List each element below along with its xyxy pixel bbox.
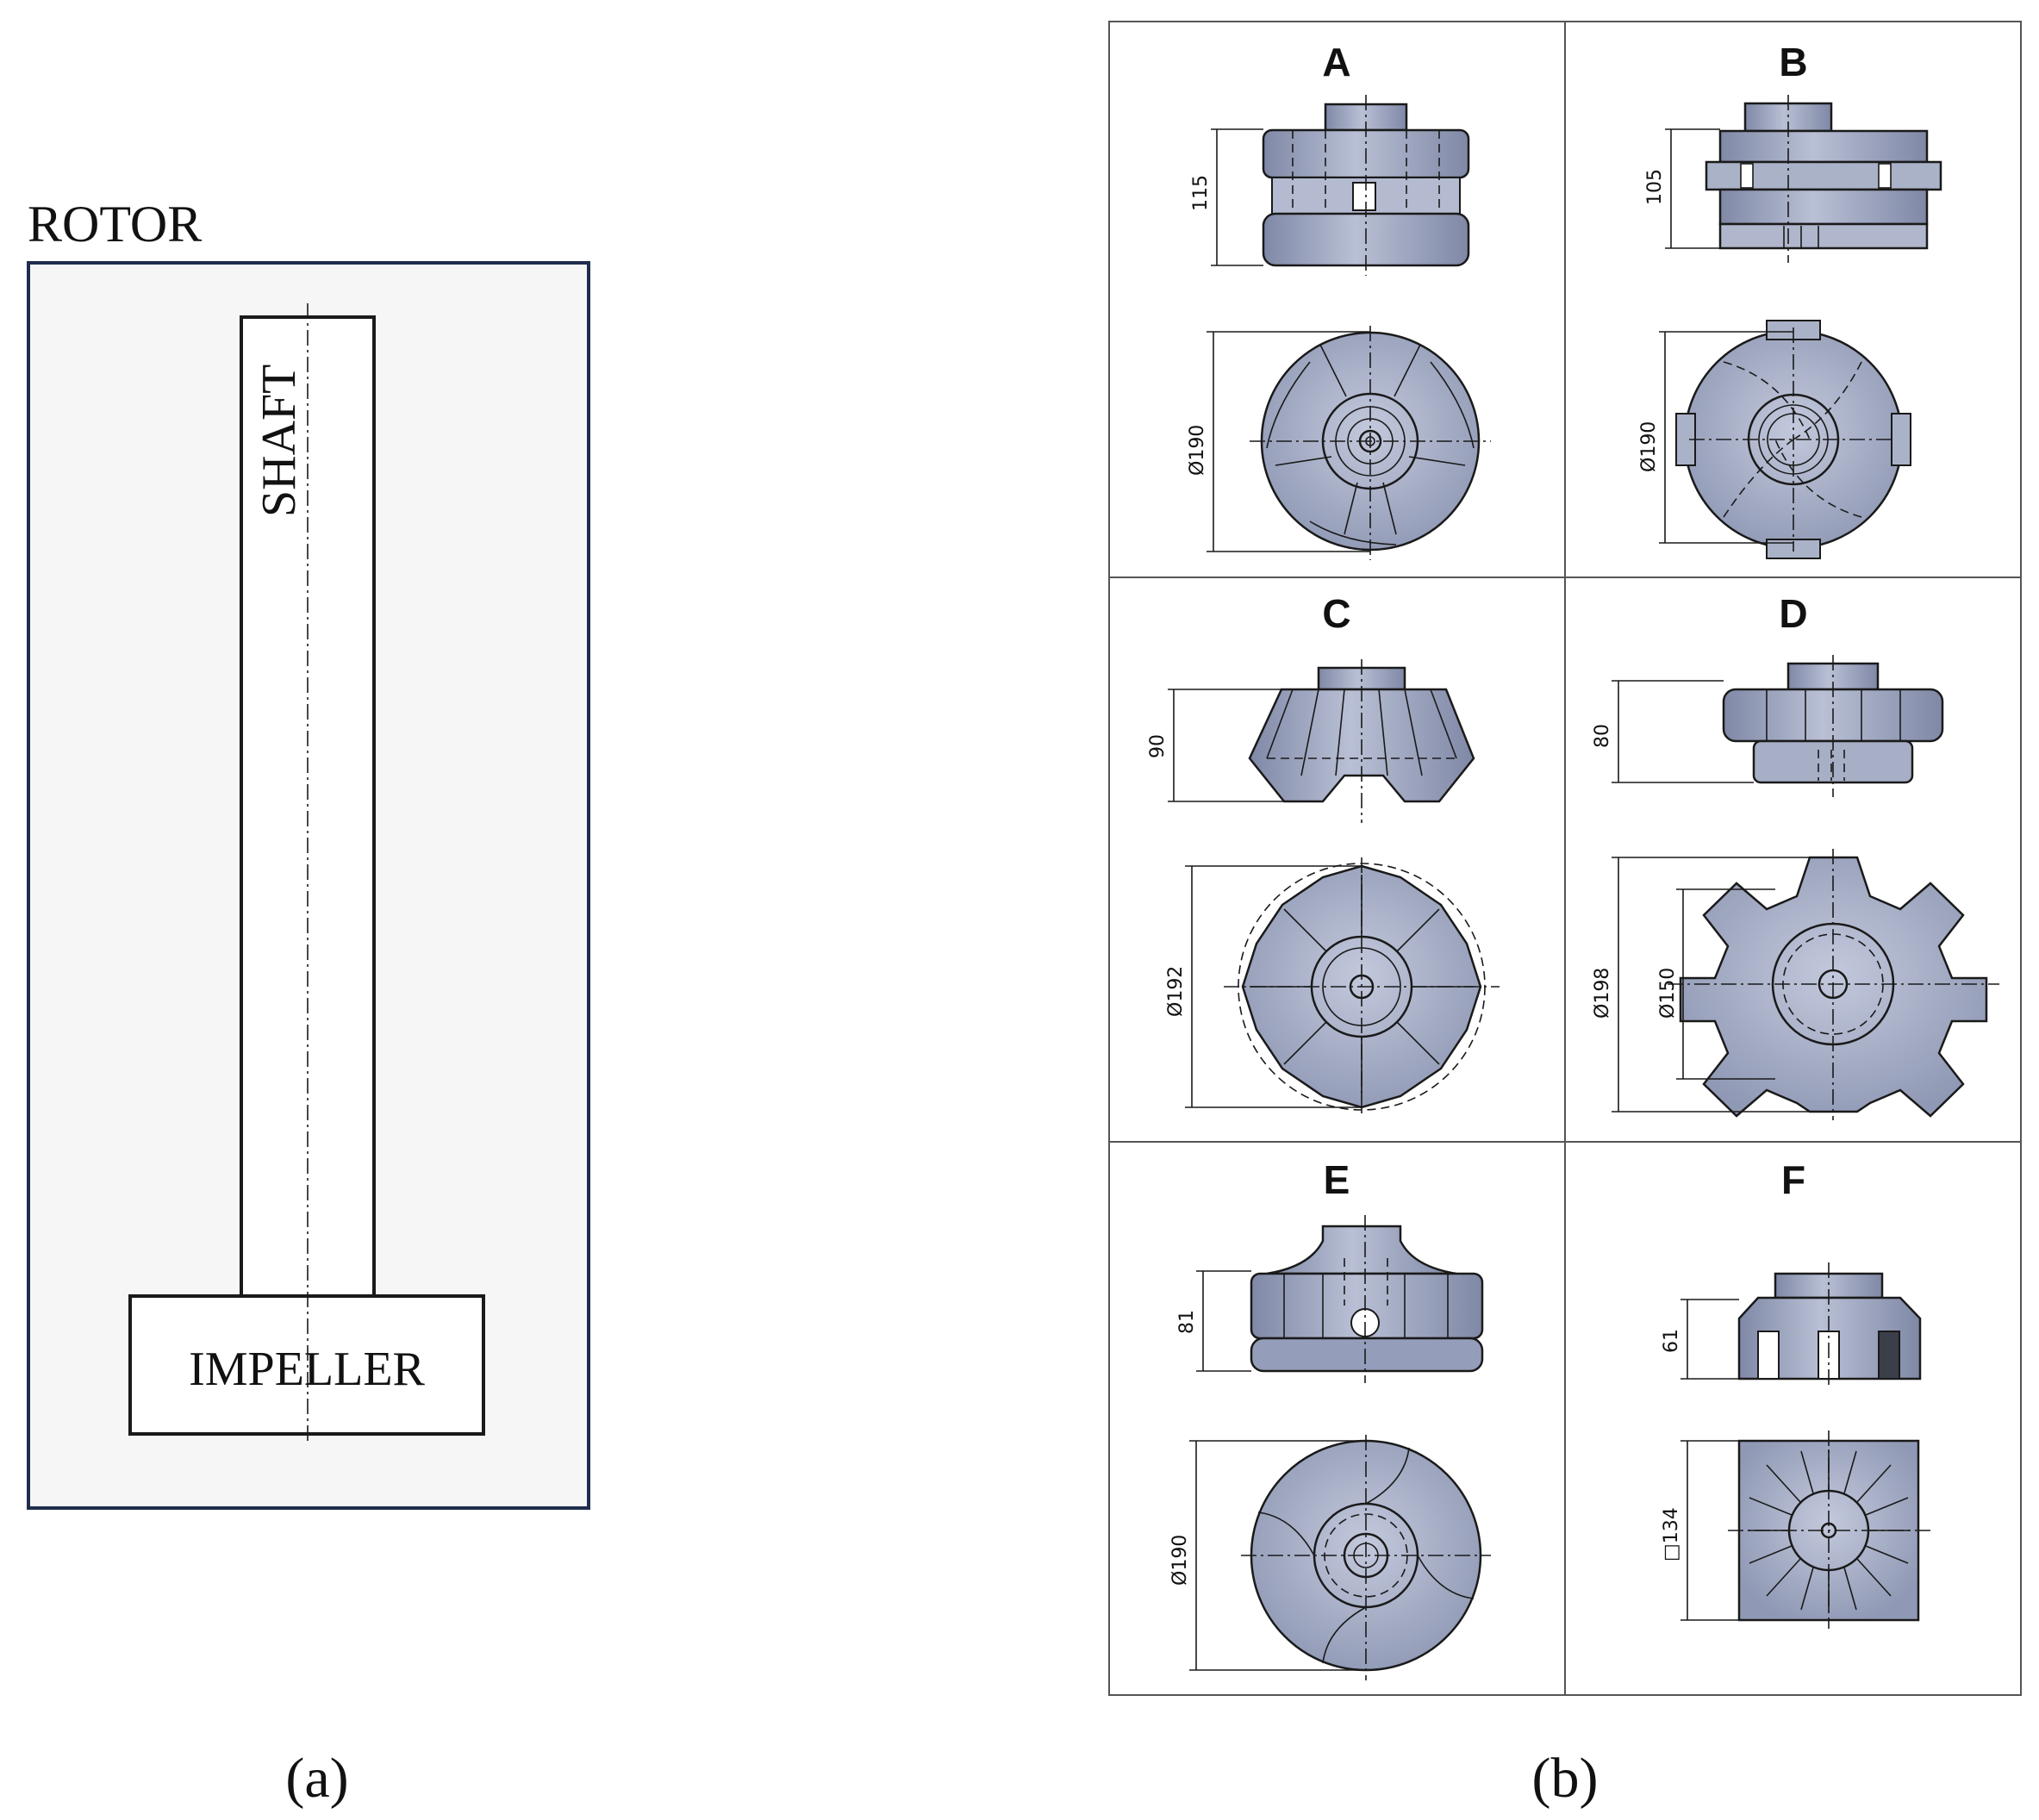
impeller-a-side-view bbox=[1262, 95, 1470, 276]
dim-d-inner-diameter-label: Ø150 bbox=[1657, 968, 1679, 1019]
dim-e-height: 81 bbox=[1176, 1270, 1251, 1372]
dim-a-diameter: Ø190 bbox=[1187, 331, 1370, 552]
dim-e-diameter: Ø190 bbox=[1169, 1440, 1366, 1671]
letter-c: C bbox=[1322, 591, 1350, 636]
cell-impeller-b: B 105 bbox=[1638, 40, 1942, 559]
impeller-c-top-view bbox=[1224, 857, 1500, 1116]
dim-f-height: 61 bbox=[1661, 1299, 1739, 1380]
dim-a-height: 115 bbox=[1190, 128, 1263, 266]
letter-e: E bbox=[1324, 1157, 1350, 1202]
impeller-b-side-view bbox=[1705, 95, 1942, 263]
letter-a: A bbox=[1322, 40, 1350, 84]
dim-e-height-label: 81 bbox=[1176, 1310, 1198, 1334]
impeller-outline bbox=[128, 1294, 485, 1436]
letter-d: D bbox=[1779, 591, 1807, 636]
dim-c-diameter: Ø192 bbox=[1165, 865, 1362, 1108]
dim-b-height-label: 105 bbox=[1644, 169, 1666, 205]
dim-c-height-label: 90 bbox=[1147, 734, 1169, 758]
caption-b: (b) bbox=[1532, 1747, 1599, 1810]
dim-f-side: □134 bbox=[1661, 1440, 1739, 1621]
dim-b-height: 105 bbox=[1644, 128, 1720, 249]
dim-d-diameter-label: Ø198 bbox=[1592, 968, 1613, 1019]
rotor-title: ROTOR bbox=[28, 196, 202, 252]
cell-impeller-f: F 61 bbox=[1661, 1157, 1930, 1629]
impeller-b-top-view bbox=[1675, 320, 1911, 559]
dim-d-height: 80 bbox=[1592, 680, 1754, 783]
shaft-label: SHAFT bbox=[253, 365, 306, 517]
dim-a-diameter-label: Ø190 bbox=[1187, 425, 1208, 476]
dim-d-diameter: Ø198 bbox=[1592, 857, 1810, 1113]
panel-a-rotor: ROTOR SHAFT IMPELLER (a) bbox=[27, 196, 590, 1810]
letter-f: F bbox=[1781, 1157, 1805, 1202]
dim-f-height-label: 61 bbox=[1661, 1329, 1682, 1353]
impeller-c-side-view bbox=[1248, 659, 1475, 823]
impeller-f-top-view bbox=[1728, 1430, 1930, 1629]
impeller-d-top-view bbox=[1668, 849, 1999, 1120]
dim-c-height: 90 bbox=[1147, 689, 1284, 802]
cell-impeller-e: E 81 bbox=[1169, 1157, 1491, 1680]
dim-f-side-label: □134 bbox=[1661, 1507, 1682, 1561]
cell-impeller-c: C 90 bbox=[1147, 591, 1500, 1116]
impeller-e-top-view bbox=[1241, 1435, 1491, 1680]
impeller-e-side-view bbox=[1250, 1215, 1484, 1383]
dim-a-height-label: 115 bbox=[1190, 175, 1212, 211]
dim-d-inner-diameter: Ø150 bbox=[1657, 888, 1775, 1080]
letter-b: B bbox=[1779, 40, 1807, 84]
panel-b-impellers: A 115 bbox=[1108, 21, 2022, 1810]
cell-impeller-a: A 115 bbox=[1187, 40, 1491, 560]
cell-impeller-d: D 80 bbox=[1592, 591, 1999, 1120]
impeller-a-top-view bbox=[1250, 326, 1491, 560]
caption-a: (a) bbox=[285, 1747, 348, 1810]
dim-d-height-label: 80 bbox=[1592, 724, 1613, 748]
dim-b-diameter-label: Ø190 bbox=[1638, 421, 1660, 472]
dim-b-diameter: Ø190 bbox=[1638, 331, 1793, 544]
impeller-f-side-view bbox=[1737, 1262, 1922, 1389]
dim-e-diameter-label: Ø190 bbox=[1169, 1535, 1191, 1586]
impeller-d-side-view bbox=[1722, 655, 1944, 797]
dim-c-diameter-label: Ø192 bbox=[1165, 966, 1187, 1017]
